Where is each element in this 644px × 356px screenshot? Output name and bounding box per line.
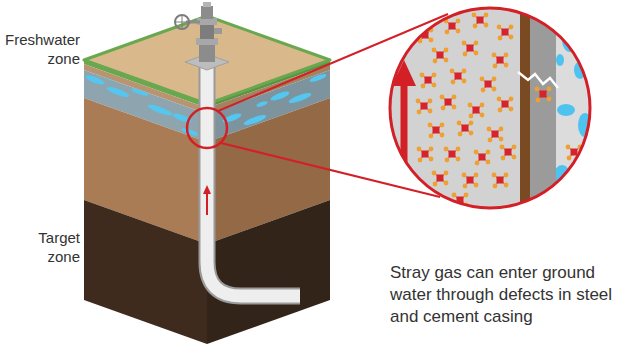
target-layer: [84, 200, 207, 344]
focus-circle: [187, 108, 227, 148]
magnified-view: [388, 6, 596, 210]
wellhead: [175, 2, 229, 70]
casing-crack: [518, 72, 558, 88]
ground-block: [84, 16, 330, 344]
methane-molecules: [416, 13, 583, 209]
callout-note: Stray gas can enter ground water through…: [390, 262, 638, 328]
flow-arrow: [203, 185, 211, 194]
magnifier-circle: [390, 8, 590, 208]
zone-label: Freshwater zone: [2, 30, 80, 68]
cement-casing: [530, 6, 556, 210]
flow-arrow: [206, 192, 208, 215]
target-layer: [207, 200, 330, 344]
zone-label: Target zone: [2, 228, 80, 266]
wellbore: [203, 66, 300, 296]
steel-casing: [520, 6, 530, 210]
